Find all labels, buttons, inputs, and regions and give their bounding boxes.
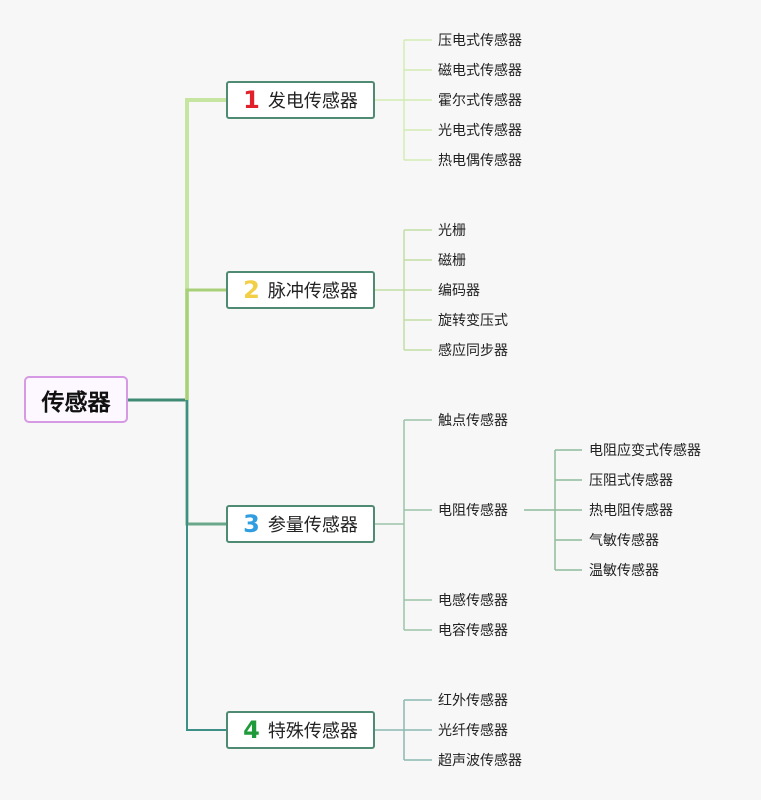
leaf-node[interactable]: 霍尔式传感器 bbox=[438, 88, 522, 112]
branch-label-4: 特殊传感器 bbox=[267, 721, 358, 742]
leaf-node[interactable]: 磁电式传感器 bbox=[438, 58, 522, 82]
leaf-label: 红外传感器 bbox=[438, 693, 508, 709]
leaf-label: 触点传感器 bbox=[438, 413, 508, 429]
branch-node-1[interactable]: 1 发电传感器 bbox=[226, 81, 375, 119]
leaf-node[interactable]: 电容传感器 bbox=[438, 618, 508, 642]
branch-label-1: 发电传感器 bbox=[267, 91, 358, 112]
leaf-label: 编码器 bbox=[438, 283, 480, 299]
leaf-node[interactable]: 编码器 bbox=[438, 278, 480, 302]
leaf-label: 电阻应变式传感器 bbox=[589, 443, 701, 459]
leaf-node[interactable]: 超声波传感器 bbox=[438, 748, 522, 772]
trunk-4 bbox=[186, 400, 226, 731]
leaf-node[interactable]: 旋转变压式 bbox=[438, 308, 508, 332]
branch-node-2[interactable]: 2 脉冲传感器 bbox=[226, 271, 375, 309]
sub-leaf-node[interactable]: 温敏传感器 bbox=[589, 558, 659, 582]
branch-3-sub-lines bbox=[524, 449, 582, 571]
leaf-node[interactable]: 光纤传感器 bbox=[438, 718, 508, 742]
branch-4-leaf-lines bbox=[375, 699, 432, 761]
leaf-label: 旋转变压式 bbox=[438, 313, 508, 329]
root-node[interactable]: 传感器 bbox=[24, 376, 128, 423]
trunk-1 bbox=[185, 98, 226, 400]
leaf-label: 光栅 bbox=[438, 223, 466, 239]
sub-leaf-node[interactable]: 热电阻传感器 bbox=[589, 498, 673, 522]
branch-label-2: 脉冲传感器 bbox=[267, 281, 358, 302]
leaf-node[interactable]: 光电式传感器 bbox=[438, 118, 522, 142]
branch-number-3: 3 bbox=[243, 510, 260, 538]
leaf-node[interactable]: 感应同步器 bbox=[438, 338, 508, 362]
leaf-label: 磁电式传感器 bbox=[438, 63, 522, 79]
leaf-label: 压阻式传感器 bbox=[589, 473, 673, 489]
leaf-label: 电容传感器 bbox=[438, 623, 508, 639]
leaf-label: 电感传感器 bbox=[438, 593, 508, 609]
leaf-label: 热电阻传感器 bbox=[589, 503, 673, 519]
leaf-node[interactable]: 触点传感器 bbox=[438, 408, 508, 432]
branch-label-3: 参量传感器 bbox=[267, 515, 358, 536]
leaf-label: 磁栅 bbox=[438, 253, 466, 269]
leaf-label: 气敏传感器 bbox=[589, 533, 659, 549]
sub-leaf-node[interactable]: 压阻式传感器 bbox=[589, 468, 673, 492]
branch-number-2: 2 bbox=[243, 276, 260, 304]
leaf-node[interactable]: 压电式传感器 bbox=[438, 28, 522, 52]
branch-node-4[interactable]: 4 特殊传感器 bbox=[226, 711, 375, 749]
leaf-node[interactable]: 电感传感器 bbox=[438, 588, 508, 612]
branch-node-3[interactable]: 3 参量传感器 bbox=[226, 505, 375, 543]
trunk-3 bbox=[185, 400, 226, 526]
leaf-label: 电阻传感器 bbox=[438, 503, 508, 519]
leaf-label: 温敏传感器 bbox=[589, 563, 659, 579]
sub-leaf-node[interactable]: 电阻应变式传感器 bbox=[589, 438, 701, 462]
root-label: 传感器 bbox=[41, 389, 111, 416]
leaf-label: 压电式传感器 bbox=[438, 33, 522, 49]
leaf-label: 超声波传感器 bbox=[438, 753, 522, 769]
leaf-label: 光纤传感器 bbox=[438, 723, 508, 739]
leaf-label: 光电式传感器 bbox=[438, 123, 522, 139]
leaf-label: 感应同步器 bbox=[438, 343, 508, 359]
leaf-node[interactable]: 电阻传感器 bbox=[438, 498, 508, 522]
branch-1-leaf-lines bbox=[375, 39, 432, 161]
branch-number-4: 4 bbox=[243, 716, 260, 744]
sub-leaf-node[interactable]: 气敏传感器 bbox=[589, 528, 659, 552]
leaf-node[interactable]: 光栅 bbox=[438, 218, 466, 242]
branch-2-leaf-lines bbox=[375, 229, 432, 351]
branch-3-leaf-lines bbox=[375, 419, 432, 631]
trunk-2 bbox=[185, 288, 226, 400]
leaf-node[interactable]: 热电偶传感器 bbox=[438, 148, 522, 172]
leaf-node[interactable]: 红外传感器 bbox=[438, 688, 508, 712]
leaf-node[interactable]: 磁栅 bbox=[438, 248, 466, 272]
leaf-label: 热电偶传感器 bbox=[438, 153, 522, 169]
leaf-label: 霍尔式传感器 bbox=[438, 93, 522, 109]
branch-number-1: 1 bbox=[243, 86, 260, 114]
